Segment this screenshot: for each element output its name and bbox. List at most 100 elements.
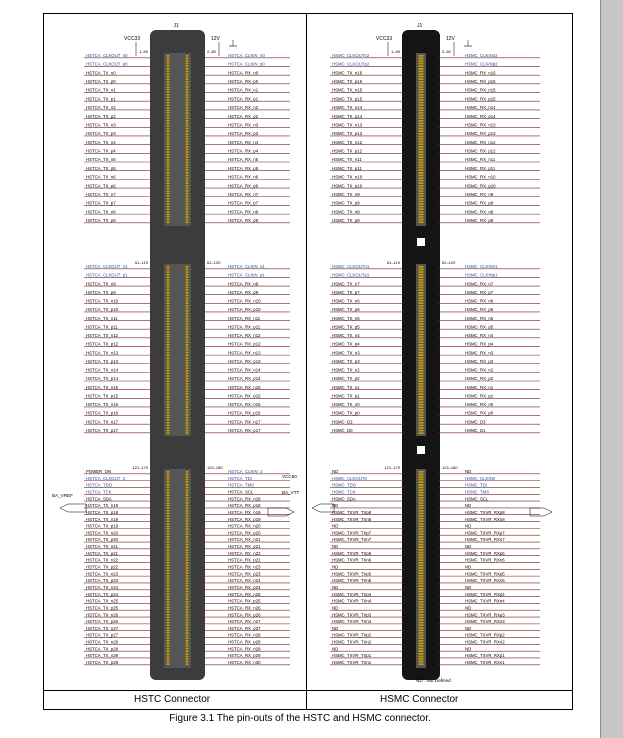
hstc-signal-label-left: HSTCA_TX_n5 [86,157,116,162]
hstc-signal-label-left: HSTCA_TX_p7 [86,201,116,206]
hstc-signal-label-left: HSTCA_TX_n1 [86,88,116,93]
hstc-signal-label-right: HSTCA_RX_p5 [228,166,259,171]
hsmc-signal-label-left: HSMC_TXVR_TXp1 [332,653,372,658]
hsmc-signal-label-right: HSMC_TXVR_RXp4 [465,592,505,597]
hstc-signal-label-right: HSTCA_RX_n20 [228,524,261,529]
hsmc-signal-label-right: ND [465,626,471,631]
hsmc-signal-label-left: HSMC_CLKOUTn1 [332,264,370,269]
hsmc-signal-label-right: HSMC_RX_n8 [465,209,494,214]
hsmc-bank1-pin-range-left: 1–59 [391,49,401,54]
hsmc-signal-label-right: HSMC_RX_n10 [465,175,496,180]
hsmc-signal-label-left: HSMC_TX_n13 [332,122,363,127]
hsmc-signal-label-left: ND [332,544,338,549]
hstc-signal-label-left: HSTCA_TX_n20 [86,530,119,535]
hsmc-bank2-pin-range-left: 61–119 [387,260,401,265]
hstc-signal-label-left: HSTCA_CLKOUT_2 [86,476,126,481]
vertical-scrollbar[interactable] [600,0,623,738]
hsmc-signal-label-right: HSMC_RX_n16 [465,70,496,75]
hstc-signal-label-right: HSTCA_RX_n22 [228,551,261,556]
hsmc-signal-label-right: HSMC_RX_n7 [465,281,494,286]
hstc-signal-label-right: HSTCA_RX_n17 [228,419,261,424]
hsmc-signal-label-left: HSMC_TXVR_TXn7 [332,537,372,542]
hstc-signal-label-left: HSTCA_TX_n17 [86,419,119,424]
hstc-signal-label-right: HSTCA_CLKIN_p0 [228,62,265,67]
hstc-signal-label-right: HSTCA_RX_n16 [228,402,261,407]
hsmc-signal-label-right: HSMC_TXVR_RXp3 [465,612,505,617]
hstc-signal-label-right: HSTCA_RX_p6 [228,183,259,188]
hsmc-signal-label-right: HSMC_RX_p10 [465,183,496,188]
hsmc-signal-label-left: HSMC_TX_n1 [332,385,360,390]
hsmc-signal-label-right: HSMC_RX_p7 [465,290,494,295]
hstc-signal-label-left: HSTCA_TX_n4 [86,140,116,145]
hstc-signal-label-left: HSTCA_TX_n28 [86,640,119,645]
hsmc-signal-label-right: HSMC_RX_p9 [465,201,494,206]
hsmc-signal-label-right: ND [465,524,471,529]
hstc-signal-label-left: HSTCA_TDO [86,483,113,488]
hstc-signal-label-left: HSTCA_TX_n24 [86,585,119,590]
hstc-signal-label-left: HSTCA_TX_p23 [86,578,119,583]
hstc-signal-label-left: HSTCA_TX_n23 [86,571,119,576]
hstc-signal-label-right: HSTCA_RX_n13 [228,350,261,355]
hstc-signal-label-right: HSTCA_RX_n18 [228,496,261,501]
hsmc-signal-label-left: HSMC_TX_p9 [332,201,360,206]
hstc-signal-label-left: HSTCA_TX_n2 [86,105,116,110]
hstc-signal-label-right: HSTCA_RX_n12 [228,333,261,338]
hstc-signal-label-right: HSTCA_RX_p25 [228,599,261,604]
hsmc-signal-label-left: ND [332,469,338,474]
hsmc-signal-label-right: HSMC_TXVR_RXn6 [465,558,505,563]
hstc-signal-label-right: HSTCA_RX_n25 [228,592,261,597]
hsmc-signal-label-left: HSMC_TXVR_TXn6 [332,558,372,563]
hstc-signal-label-right: HSTCA_RX_n21 [228,537,261,542]
hsmc-signal-label-left: HSMC_TX_p7 [332,290,360,295]
hsmc-bank3-pin-range-left: 121–179 [384,465,400,470]
hsmc-signal-label-left: HSMC_TX_n3 [332,350,360,355]
hstc-signal-label-left: HSTCA_TX_n18 [86,503,119,508]
hstc-signal-label-left: HSTCA_TCK [86,489,112,494]
hstc-signal-label-left: HSTCA_TX_n22 [86,558,119,563]
hstc-signal-label-left: HSTCA_TX_p19 [86,524,119,529]
hsmc-signal-label-left: HSMC_TXVR_TXp4 [332,592,372,597]
hstc-bank1-pin-range-left: 1–59 [139,49,149,54]
hstc-signal-label-left: HSTCA_TX_p8 [86,218,116,223]
hsmc-signal-label-right: HSMC_TXVR_RXn7 [465,537,505,542]
hstc-signal-label-right: HSTCA_RX_n3 [228,122,259,127]
hstc-signal-label-left: HSTCA_TX_n27 [86,626,119,631]
hstc-signal-label-left: HSTCA_TX_n21 [86,544,119,549]
hstc-signal-label-left: HSTCA_TX_p12 [86,342,119,347]
hsmc-signal-label-right: HSMC_RX_n11 [465,157,496,162]
hstc-signal-label-left: HSTCA_TX_n7 [86,192,116,197]
hsmc-signal-label-right: ND [465,565,471,570]
hstc-signal-label-left: HSTCA_TX_p24 [86,592,119,597]
hsmc-signal-label-right: HSMC_RX_p1 [465,393,494,398]
hsmc-signal-label-right: HSMC_TXVR_RXp8 [465,510,505,515]
hsmc-signal-label-left: HSMC_TXVR_TXp8 [332,510,372,515]
hstc-signal-label-right: HSTCA_RX_p16 [228,411,261,416]
hstc-signal-label-right: HSTCA_RX_n15 [228,385,261,390]
hsmc-signal-label-right: HSMC_RX_p0 [465,411,494,416]
hsmc-signal-label-right: HSMC_RX_p11 [465,166,496,171]
hsmc-signal-label-left: HSMC_CLKOUTp2 [332,62,370,67]
hsmc-signal-label-left: ND [332,626,338,631]
hsmc-signal-label-right: HSMC_RX_p16 [465,79,496,84]
hstc-signal-label-right: HSTCA_RX_p9 [228,290,259,295]
hsmc-signal-label-left: HSMC_TX_n6 [332,299,360,304]
hsmc-signal-label-left: HSMC_TXVR_TXp6 [332,551,372,556]
hstc-signal-label-left: HSTCA_TX_p1 [86,96,116,101]
hstc-designator: J1 [174,23,180,29]
hsmc-ext-port-left-icon [311,503,335,513]
hsmc-signal-label-left: HSMC_TXVR_TXn2 [332,640,372,645]
hsmc-signal-label-right: HSMC_RX_p6 [465,307,494,312]
hsmc-signal-label-left: HSMC_TXVR_TXn4 [332,599,372,604]
hsmc-signal-label-left: HSMC_TX_p2 [332,376,360,381]
hsmc-signal-label-left: HSMC_TXVR_TXn1 [332,660,372,665]
hstc-ext-label-right: BA_VTT [282,490,300,495]
hstc-signal-label-left: HSTCA_TX_p17 [86,428,119,433]
hsmc-signal-label-right: HSMC_RX_n1 [465,385,494,390]
hsmc-signal-label-left: HSMC_TX_n10 [332,175,363,180]
hstc-signal-label-right: HSTCA_RX_n10 [228,299,261,304]
hsmc-signal-label-left: HSMC_CLKOUT0 [332,476,367,481]
hsmc-signal-label-right: HSMC_TXVR_RXp2 [465,633,505,638]
hsmc-signal-label-left: HSMC_TX_n15 [332,88,363,93]
hsmc-signal-label-right: HSMC_RX_p15 [465,96,496,101]
